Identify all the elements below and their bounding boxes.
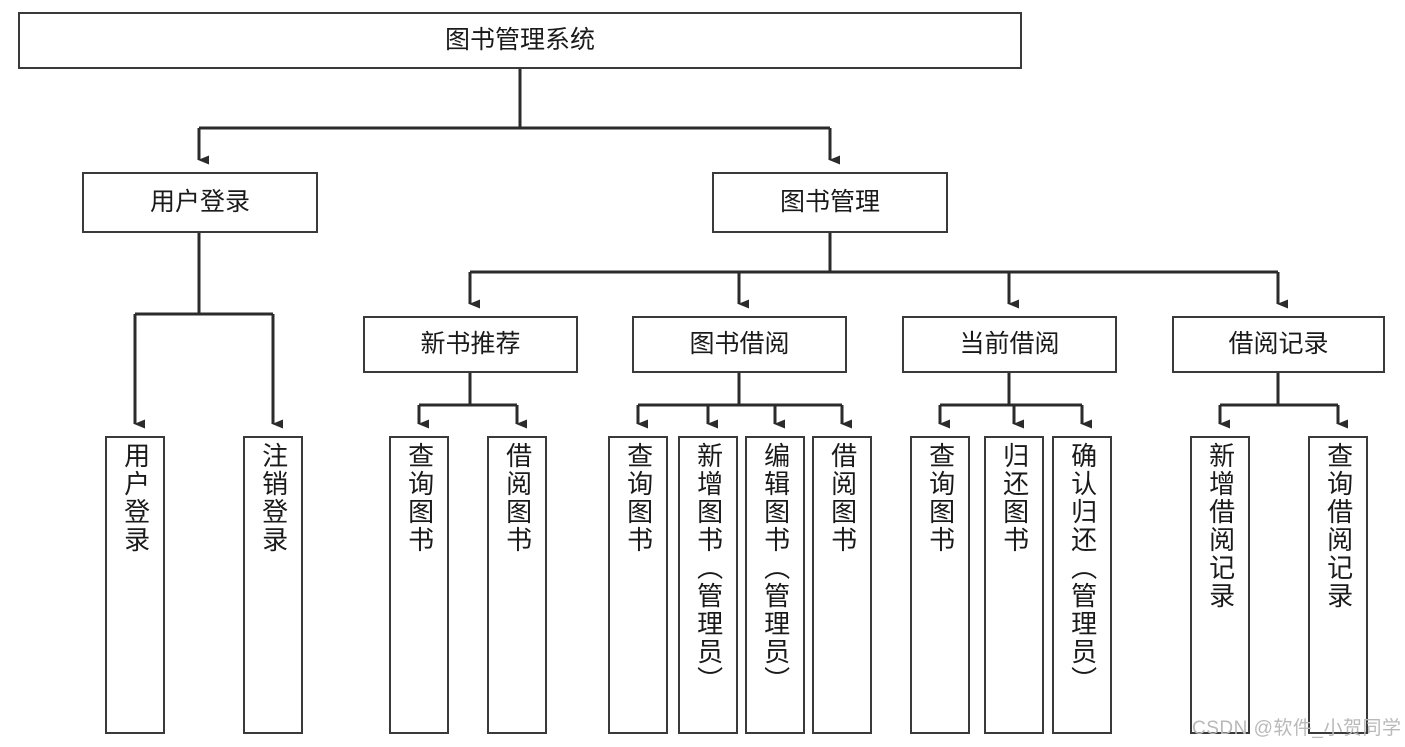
node-leaf-user-login[interactable]: 用户登录 [105,436,165,734]
node-current-borrow[interactable]: 当前借阅 [902,316,1117,373]
node-user-login[interactable]: 用户登录 [82,172,318,233]
node-book-management[interactable]: 图书管理 [712,172,948,233]
node-leaf-edit-book-label: 编辑图书（管理员） [760,442,791,694]
node-leaf-borrow-book-2-label: 借阅图书 [827,442,858,554]
node-leaf-query-book-3-label: 查询图书 [925,442,956,554]
node-borrow-record-label: 借阅记录 [1228,330,1329,359]
node-leaf-query-record-label: 查询借阅记录 [1323,442,1354,610]
node-new-book-recommend-label: 新书推荐 [420,330,521,359]
node-leaf-edit-book[interactable]: 编辑图书（管理员） [745,436,805,734]
node-leaf-borrow-book-1-label: 借阅图书 [502,442,533,554]
node-leaf-return-book[interactable]: 归还图书 [984,436,1044,734]
node-leaf-add-record[interactable]: 新增借阅记录 [1190,436,1250,734]
node-user-login-label: 用户登录 [149,188,250,217]
node-book-borrow[interactable]: 图书借阅 [632,316,847,373]
node-new-book-recommend[interactable]: 新书推荐 [363,316,578,373]
node-leaf-add-book-label: 新增图书（管理员） [693,442,724,694]
node-leaf-query-book-2-label: 查询图书 [623,442,654,554]
csdn-watermark: CSDN @软件_小贺同学 [1192,718,1402,739]
node-leaf-query-book-3[interactable]: 查询图书 [910,436,970,734]
node-root-label: 图书管理系统 [444,26,595,55]
node-leaf-query-book-1-label: 查询图书 [404,442,435,554]
node-book-management-label: 图书管理 [779,188,880,217]
node-leaf-logout[interactable]: 注销登录 [243,436,303,734]
node-current-borrow-label: 当前借阅 [959,330,1060,359]
node-leaf-user-login-label: 用户登录 [120,442,151,554]
node-leaf-confirm-return-label: 确认归还（管理员） [1067,442,1098,694]
node-root[interactable]: 图书管理系统 [18,12,1022,69]
node-leaf-borrow-book-1[interactable]: 借阅图书 [487,436,547,734]
node-leaf-borrow-book-2[interactable]: 借阅图书 [812,436,872,734]
node-leaf-query-book-2[interactable]: 查询图书 [608,436,668,734]
node-leaf-logout-label: 注销登录 [258,442,289,554]
node-borrow-record[interactable]: 借阅记录 [1172,316,1385,373]
node-leaf-query-book-1[interactable]: 查询图书 [389,436,449,734]
node-book-borrow-label: 图书借阅 [689,330,790,359]
node-leaf-add-book[interactable]: 新增图书（管理员） [678,436,738,734]
node-leaf-add-record-label: 新增借阅记录 [1205,442,1236,610]
node-leaf-return-book-label: 归还图书 [999,442,1030,554]
node-leaf-confirm-return[interactable]: 确认归还（管理员） [1052,436,1112,734]
node-leaf-query-record[interactable]: 查询借阅记录 [1308,436,1368,734]
